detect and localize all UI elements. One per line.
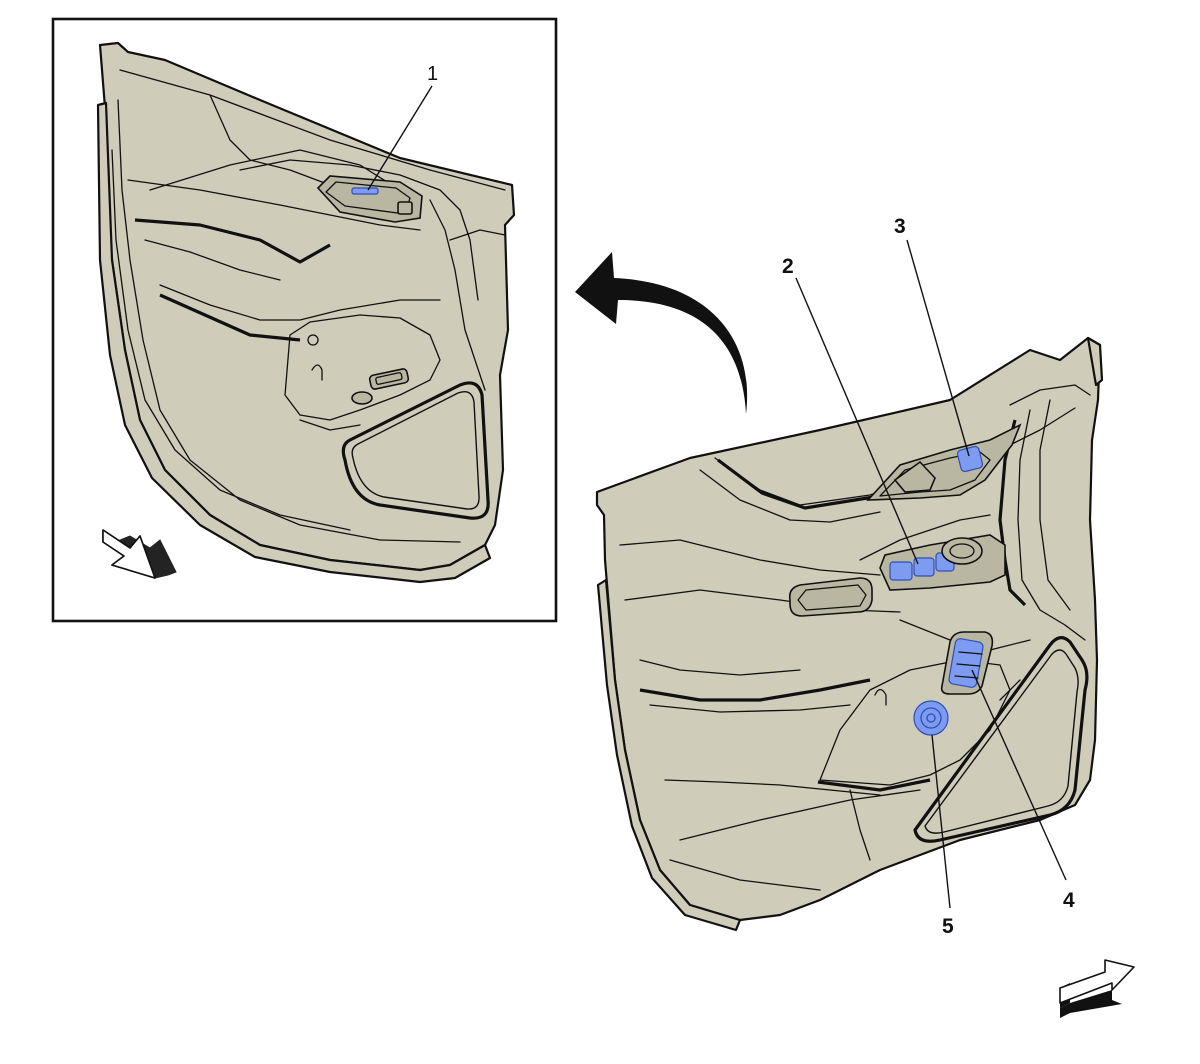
main-highlight-3	[956, 445, 984, 473]
callout-1-label: 1	[427, 63, 438, 85]
callout-4-label: 4	[1063, 889, 1075, 912]
callout-2-label: 2	[782, 255, 794, 278]
vehicle-front-direction-arrow-icon	[102, 529, 177, 579]
callout-2-leader	[795, 277, 919, 565]
main-highlight-2b	[913, 557, 935, 577]
callout-3-leader	[906, 239, 970, 457]
main-highlight-5	[913, 700, 949, 736]
callout-1-leader	[367, 85, 433, 191]
inset-view: 1	[51, 17, 558, 623]
curved-view-arrow-icon	[575, 252, 748, 414]
main-door-trim-panel	[595, 336, 1104, 932]
inset-highlight-1	[351, 187, 379, 195]
callout-3-label: 3	[894, 215, 906, 238]
callout-5-leader	[931, 734, 951, 909]
callout-5-label: 5	[942, 915, 954, 938]
callout-4-leader	[971, 669, 1067, 881]
inset-door-trim-panel	[96, 41, 516, 584]
vehicle-front-direction-arrow-icon	[1059, 959, 1135, 1018]
main-highlight-2a	[889, 561, 913, 581]
main-callouts: 2 3 4 5	[782, 215, 1075, 938]
